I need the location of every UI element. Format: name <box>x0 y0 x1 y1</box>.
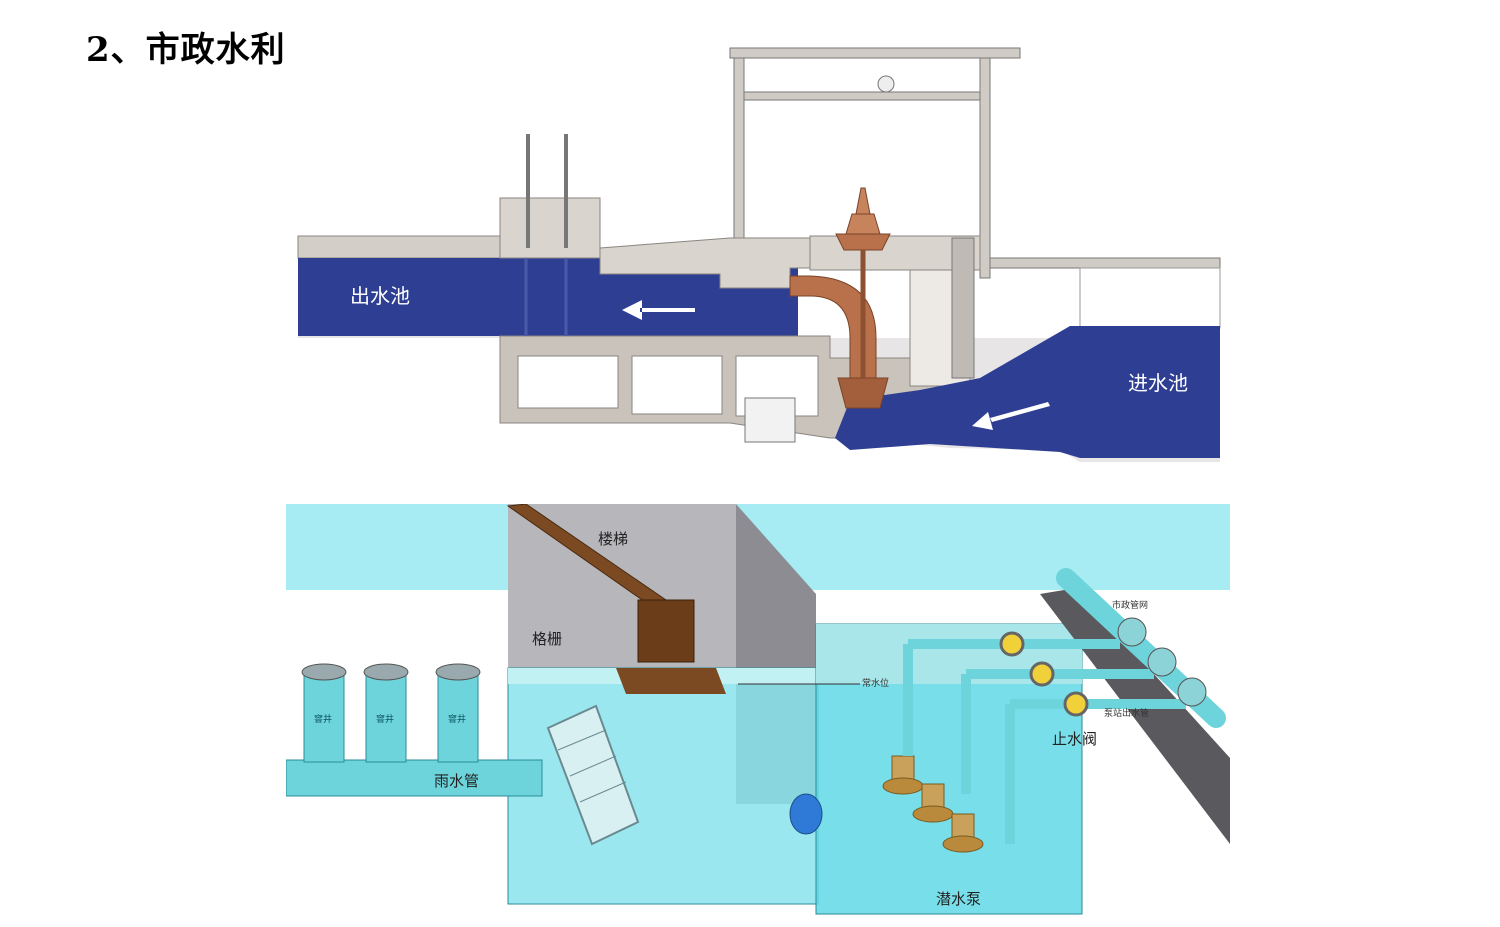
page-heading: 2、市政水利 <box>86 30 286 70</box>
rain-pipe <box>286 759 543 797</box>
inlet-room <box>1079 267 1221 329</box>
road-surface <box>1040 588 1230 844</box>
stair-steps <box>637 599 695 663</box>
well-label-1: 窨井 <box>314 713 332 725</box>
municipal-network-label: 市政管网 <box>1112 599 1148 611</box>
manhole-well-3 <box>435 663 481 763</box>
outlet-grate-1 <box>1117 617 1147 647</box>
outlet-flow-arrow <box>622 300 695 320</box>
outlet-slab <box>297 235 509 259</box>
check-valve-label: 止水阀 <box>1052 730 1097 748</box>
screen-rack <box>951 237 975 379</box>
motor-base <box>835 233 891 251</box>
pump-bell <box>837 377 889 409</box>
manhole-well-1 <box>301 663 347 763</box>
check-valve-1 <box>999 631 1025 657</box>
drain-box <box>744 397 796 443</box>
crane-roof <box>729 47 1021 59</box>
rain-pipe-label: 雨水管 <box>434 772 479 790</box>
inlet-slab <box>989 257 1221 269</box>
right-column <box>979 57 991 279</box>
chamber-2 <box>631 355 723 415</box>
normal-level-label: 常水位 <box>862 677 889 689</box>
manhole-well-2 <box>363 663 409 763</box>
outlet-grate-2 <box>1147 647 1177 677</box>
submersible-pump-2 <box>912 674 971 823</box>
well-label-2: 窨井 <box>376 713 394 725</box>
stairs-label: 楼梯 <box>598 530 628 548</box>
inlet-water <box>835 326 1220 458</box>
submersible-pump-3 <box>942 704 1015 853</box>
submersible-pump-label: 潜水泵 <box>936 890 981 908</box>
pump-outlet-pipe-label: 泵站出水管 <box>1104 707 1149 719</box>
grille-screen <box>546 704 640 846</box>
submersible-pump-1 <box>882 644 924 795</box>
grille-tank <box>507 667 819 905</box>
inlet-pool-label: 进水池 <box>1128 371 1188 395</box>
chamber-1 <box>517 355 619 409</box>
check-valve-2 <box>1029 661 1055 687</box>
connecting-orifice <box>789 793 823 835</box>
motor-body <box>845 213 881 235</box>
grille-label: 格栅 <box>532 630 562 648</box>
storm-pump-station-diagram: 楼梯 格栅 常水位 市政管网 泵站出水管 止水阀 雨水管 潜水泵 窨井 窨井 窨… <box>286 504 1230 915</box>
check-valve-3 <box>1063 691 1089 717</box>
motor-top <box>855 187 871 215</box>
well-label-3: 窨井 <box>448 713 466 725</box>
gate-house <box>499 197 601 259</box>
stair-landing <box>616 668 726 694</box>
outlet-grate-3 <box>1177 677 1207 707</box>
pump-station-section-diagram: 出水池 进水池 <box>297 47 1221 462</box>
outlet-pool-label: 出水池 <box>350 284 410 308</box>
pump-elbow <box>789 275 877 389</box>
crane-beam <box>743 91 981 101</box>
crane-hook <box>877 75 895 93</box>
inlet-flow-arrow <box>972 402 1050 430</box>
left-column <box>733 57 745 239</box>
